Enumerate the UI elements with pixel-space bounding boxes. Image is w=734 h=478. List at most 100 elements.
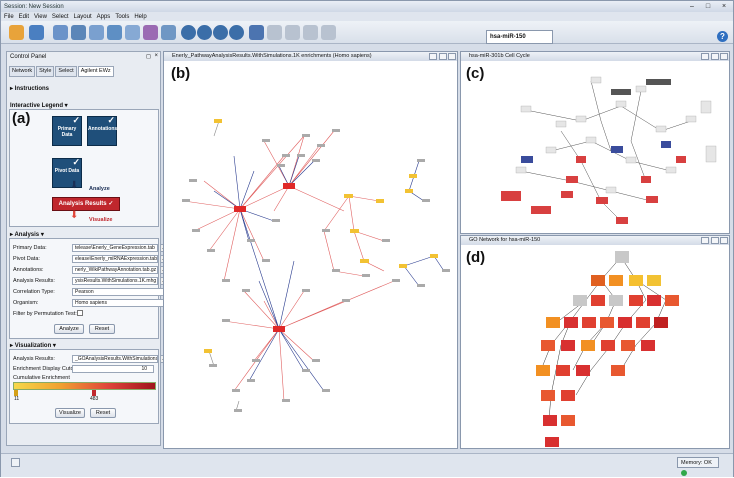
menu-file[interactable]: File [4,13,14,20]
arrow-down-red-icon: ⬇ [70,210,79,221]
pivot-data-field[interactable]: elease\Enerly_miRNAExpression.tab [72,255,158,263]
pathway-network-view[interactable]: Enerly_PathwayAnalysisResults.WithSimula… [163,51,458,449]
open-folder-icon[interactable] [9,25,24,40]
analysis-results-node[interactable]: Analysis Results ✓ [52,197,120,211]
network-tree-icon[interactable] [125,25,140,40]
reset-visualization-button[interactable]: Reset [90,408,116,418]
menu-view[interactable]: View [34,13,47,20]
image-export-icon[interactable] [161,25,176,40]
window-close-icon[interactable] [448,53,456,60]
window-close-icon[interactable] [720,237,728,244]
go-network-graph[interactable] [461,245,730,449]
window-minimize-icon[interactable] [701,53,709,60]
tab-select[interactable]: Select [55,66,77,77]
menu-layout[interactable]: Layout [73,13,92,20]
first-neighbors-icon[interactable] [267,25,282,40]
zoom-in-icon[interactable] [181,25,196,40]
zoom-selected-icon[interactable] [213,25,228,40]
layout-icon[interactable] [249,25,264,40]
zoom-fit-icon[interactable] [229,25,244,40]
window-maximize-icon[interactable] [711,53,719,60]
primary-data-node[interactable]: ✓Primary Data [52,115,82,146]
window-minimize-icon[interactable] [429,53,437,60]
visualize-button[interactable]: Visualize [55,408,85,418]
arrow-down-icon: ⬇ [70,180,79,191]
tab-style[interactable]: Style [36,66,55,77]
cell-cycle-graph[interactable] [461,61,730,234]
menu-apps[interactable]: Apps [96,13,111,20]
zoom-out-icon[interactable] [197,25,212,40]
organism-select[interactable]: Homo sapiens [72,299,166,307]
vis-results-field[interactable]: _GOAnalysisResults.WithSimulations.1K.mh… [72,355,158,363]
task-manager-icon[interactable] [11,458,20,467]
primary-data-field-label: Primary Data: [13,245,47,251]
window-minimize-icon[interactable] [701,237,709,244]
menu-help[interactable]: Help [134,13,147,20]
panel-label-c: (c) [466,65,485,82]
primary-data-field[interactable]: telease\Enerly_GeneExpression.tab [72,244,158,252]
new-table-icon[interactable] [143,25,158,40]
permutation-checkbox[interactable] [77,310,83,316]
analysis-results-field[interactable]: ysisResults.WithSimulations.1K.mhg [72,277,158,285]
help-icon[interactable]: ? [717,31,728,42]
visualization-header[interactable]: ▸ Visualization ▾ [10,343,56,349]
correlation-select[interactable]: Pearson [72,288,166,296]
save-icon[interactable] [29,25,44,40]
import-network-icon[interactable] [53,25,68,40]
visualization-title: Visualization [14,343,52,349]
permutation-label: Filter by Permutation Test: [13,311,77,317]
memory-ok-icon [681,469,687,476]
reset-button[interactable]: Reset [89,324,115,334]
scale-min-handle[interactable] [14,390,18,396]
window-maximize-icon[interactable] [711,237,719,244]
check-icon: ✓ [72,115,80,125]
annotations-field[interactable]: nerly_WikiPathwayAnnotation.tab.gz [72,266,158,274]
maximize-icon[interactable]: □ [705,3,711,10]
scale-max-label: 483 [90,396,99,402]
window-close-icon[interactable] [720,53,728,60]
network-node-icon[interactable] [321,25,336,40]
menu-edit[interactable]: Edit [18,13,30,20]
hide-selected-icon[interactable] [285,25,300,40]
control-panel: Control Panel ◻ × Network Style Select A… [6,51,168,446]
interactive-legend-header[interactable]: Interactive Legend ▾ [10,103,68,109]
panel-label-d: (d) [466,249,486,266]
primary-data-label: Primary Data [57,126,77,138]
analysis-results-row: Analysis Results: ysisResults.WithSimula… [13,277,168,286]
interactive-legend-label: Interactive Legend [10,103,64,109]
close-icon[interactable]: × [721,3,727,10]
permutation-row: Filter by Permutation Test: [13,310,163,319]
cell-cycle-pathway-view[interactable]: hsa-miR-301b Cell Cycle (c) [460,51,730,234]
pathway-network-title: Enerly_PathwayAnalysisResults.WithSimula… [172,53,372,59]
panel-close-icon[interactable]: × [154,53,158,59]
pivot-data-label: Pivot Data [54,168,80,174]
pivot-data-node[interactable]: ✓Pivot Data [52,157,82,188]
memory-status[interactable]: Memory: OK [677,457,719,476]
menu-select[interactable]: Select [51,13,69,20]
tab-network[interactable]: Network [9,66,36,77]
scale-max-handle[interactable] [92,390,96,396]
cutoff-spinner[interactable]: 10 [72,365,154,373]
go-network-view[interactable]: GO Network for hsa-miR-150 (d) [460,235,730,449]
tab-agilent-ewz[interactable]: Agilent EWz [77,66,114,77]
show-all-icon[interactable] [303,25,318,40]
analysis-header[interactable]: ▸ Analysis ▾ [10,232,44,238]
instructions-header[interactable]: ▸ Instructions [10,86,50,92]
cell-cycle-title: hsa-miR-301b Cell Cycle [469,53,530,59]
instructions-label: Instructions [14,86,50,92]
vis-results-label: Analysis Results: [13,356,55,362]
annotations-node[interactable]: ✓Annotations [87,115,117,146]
search-input[interactable]: hsa-miR-150 [486,30,553,44]
window-maximize-icon[interactable] [439,53,447,60]
analyze-button[interactable]: Analyze [54,324,84,334]
minimize-icon[interactable]: – [690,3,694,10]
export-table-icon[interactable] [107,25,122,40]
import-table-icon[interactable] [71,25,86,40]
pathway-network-graph[interactable] [164,61,458,449]
annotations-field-label: Annotations: [13,267,44,273]
export-network-icon[interactable] [89,25,104,40]
pivot-data-row: Pivot Data: elease\Enerly_miRNAExpressio… [13,255,168,264]
float-icon[interactable]: ◻ [146,54,151,60]
menu-tools[interactable]: Tools [115,13,130,20]
